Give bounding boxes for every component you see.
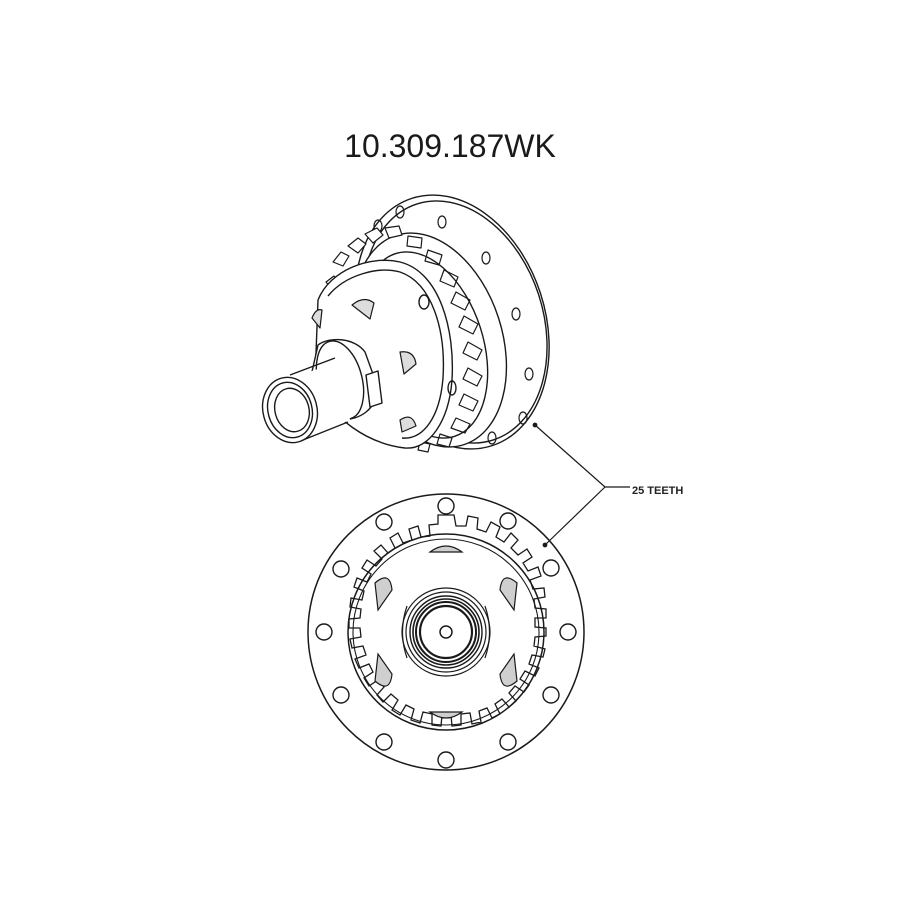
- gear-tooth-profile: [348, 514, 547, 727]
- case-hole-2: [447, 380, 457, 396]
- callout-leaders: [532, 422, 630, 548]
- front-case-windows: [374, 545, 518, 719]
- center-bore: [439, 625, 453, 639]
- front-bolt-holes: [315, 497, 577, 769]
- hub: [261, 338, 383, 444]
- flange-bolt-holes: [373, 205, 534, 445]
- isometric-view: [261, 194, 550, 453]
- case-inner-ring: [352, 538, 540, 726]
- flange-outer-edge: [307, 493, 585, 771]
- teeth-callout-label: 25 TEETH: [632, 485, 684, 497]
- hub-rings: [401, 587, 491, 677]
- front-view: [307, 493, 585, 771]
- case-hole: [418, 294, 430, 310]
- case-windows: [311, 298, 417, 433]
- case-outer-ring: [347, 533, 545, 731]
- part-number-title: 10.309.187WK: [344, 128, 556, 164]
